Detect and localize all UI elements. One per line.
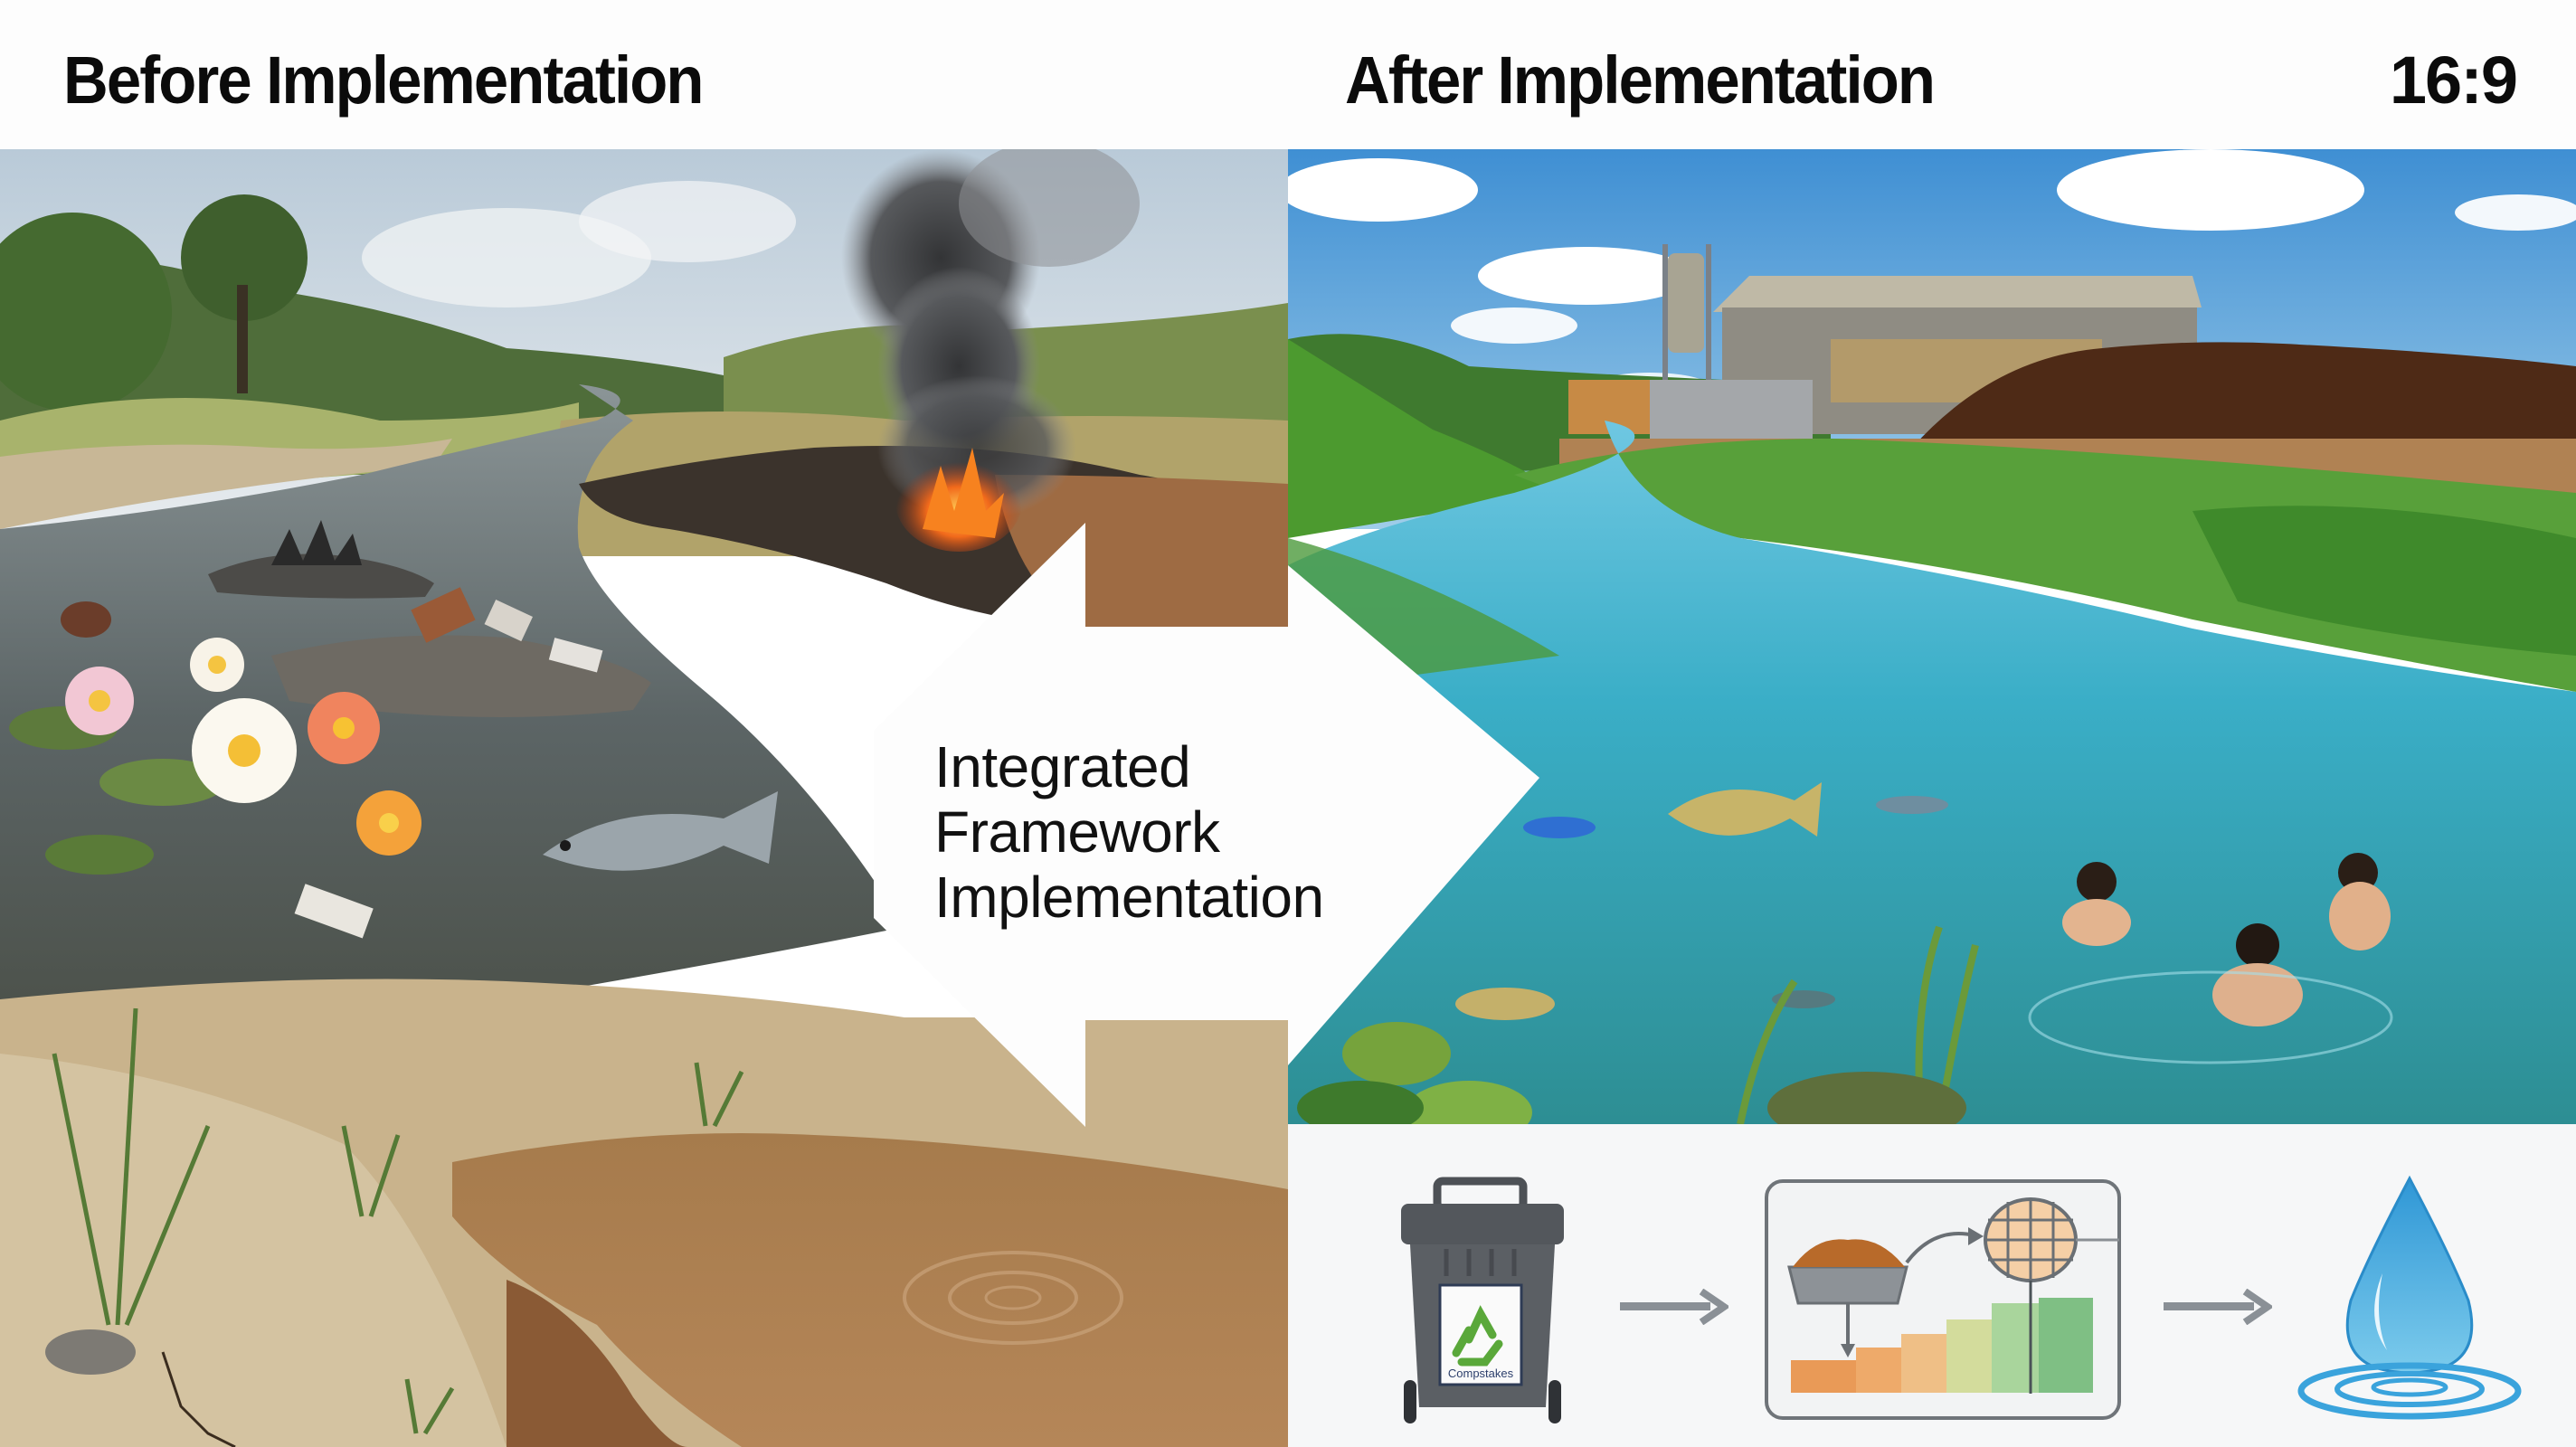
process-flow-strip: Compstakes	[1288, 1124, 2576, 1447]
center-callout-text: Integrated Framework Implementation	[934, 734, 1324, 930]
header-bar: Before Implementation After Implementati…	[0, 0, 2576, 149]
aspect-ratio-label: 16:9	[2389, 43, 2518, 118]
process-chart-icon	[1765, 1179, 2121, 1420]
swimmers	[2028, 853, 2393, 1064]
arrow-right-icon	[1620, 1289, 1728, 1325]
callout-line-3: Implementation	[934, 865, 1324, 930]
water-drop-icon	[2297, 1175, 2522, 1420]
callout-line-2: Framework	[934, 799, 1220, 865]
recycle-icon	[1452, 1305, 1503, 1367]
after-photo-panel	[1288, 149, 2576, 1124]
bin-label: Compstakes	[1448, 1367, 1514, 1380]
before-title: Before Implementation	[63, 43, 704, 118]
restored-river-illustration	[1288, 149, 2576, 1124]
callout-line-1: Integrated	[934, 734, 1191, 799]
arrow-right-icon	[2164, 1289, 2272, 1325]
sieve-grid-icon	[1984, 1197, 2078, 1282]
after-title: After Implementation	[1345, 43, 1936, 118]
compost-bin-icon: Compstakes	[1401, 1177, 1564, 1423]
